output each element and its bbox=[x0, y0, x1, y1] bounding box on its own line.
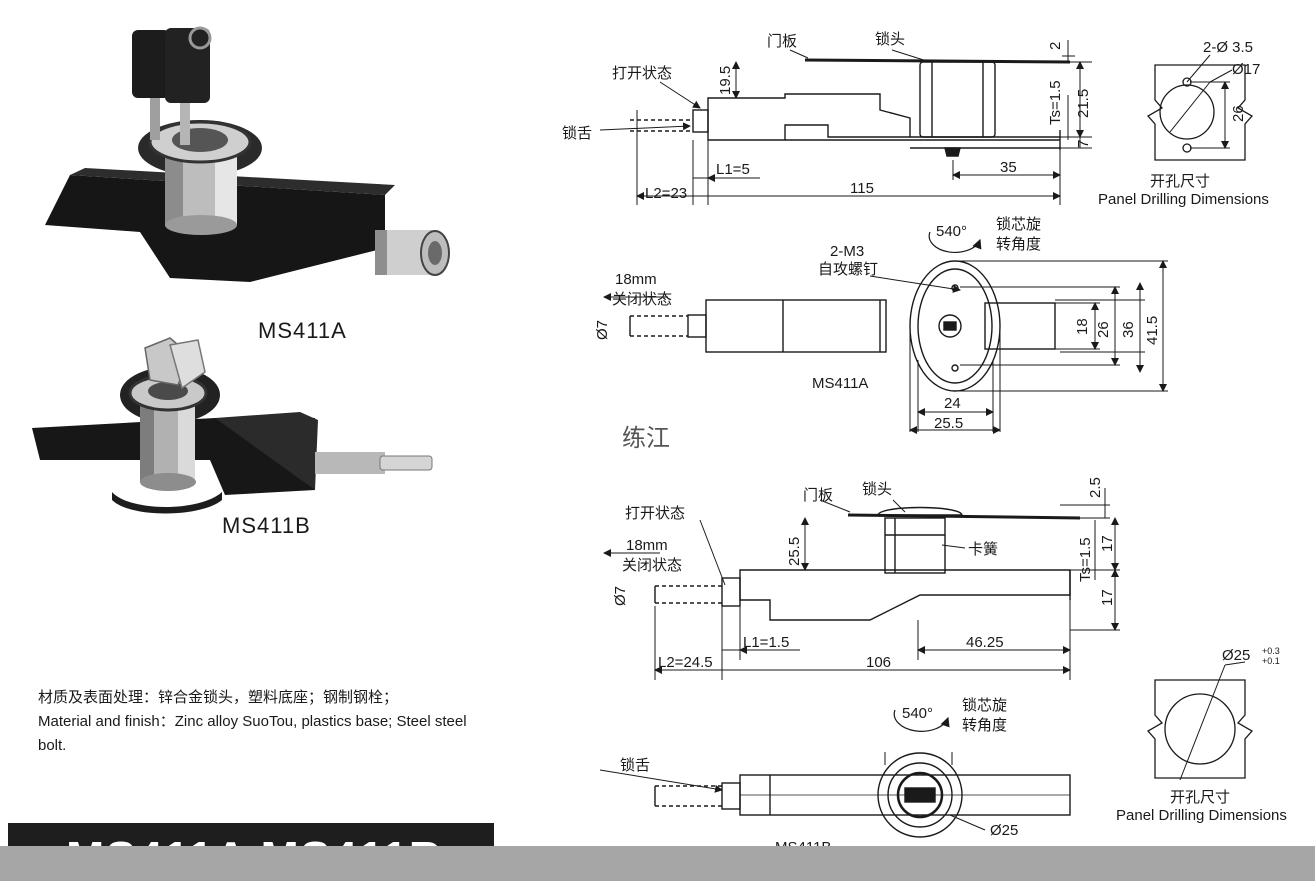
dia7-a: Ø7 bbox=[594, 320, 611, 340]
rotation-b-zh-1: 锁芯旋 bbox=[962, 697, 1007, 714]
dim-106: 106 bbox=[866, 654, 891, 671]
material-en: Material and finish：Zinc alloy SuoTou, p… bbox=[38, 713, 467, 754]
rotation-b-zh-2: 转角度 bbox=[962, 717, 1007, 734]
ms411a-top-labels: 540° 锁芯旋 转角度 2-M3 自攻螺钉 18mm 关闭状态 Ø7 18 2… bbox=[594, 216, 1161, 432]
dim-17a-b: 17 bbox=[1099, 535, 1116, 552]
rotation-a: 540° bbox=[936, 223, 967, 240]
dim-41-5-a: 41.5 bbox=[1144, 316, 1161, 345]
drilling-b-title-en: Panel Drilling Dimensions bbox=[1116, 807, 1287, 824]
drilling-b-dia: Ø25 bbox=[1222, 647, 1250, 664]
label-lock-head-b: 锁头 bbox=[862, 481, 892, 498]
label-tongue-a: 锁舌 bbox=[562, 125, 592, 142]
model-label-a: MS411A bbox=[258, 318, 347, 343]
screw-label-1: 2-M3 bbox=[830, 243, 864, 260]
dim-24-a: 24 bbox=[944, 395, 961, 412]
dim-36-a: 36 bbox=[1120, 321, 1137, 338]
dim-46-25: 46.25 bbox=[966, 634, 1004, 651]
dim-ts-b: Ts=1.5 bbox=[1077, 537, 1094, 582]
dim-l2-b: L2=24.5 bbox=[658, 654, 713, 671]
drilling-a-diagram bbox=[1146, 54, 1254, 161]
ms411a-side-view bbox=[599, 40, 1092, 205]
rotation-a-zh-2: 转角度 bbox=[996, 236, 1041, 253]
ms411b-photo bbox=[32, 337, 433, 514]
ms411b-side-view bbox=[603, 488, 1120, 680]
drilling-b-tol-up: +0.3 bbox=[1262, 646, 1280, 656]
product-illustrations bbox=[32, 26, 450, 514]
label-door-panel-b: 门板 bbox=[803, 486, 833, 504]
dim-19-5: 19.5 bbox=[717, 66, 734, 95]
dim-17b-b: 17 bbox=[1099, 589, 1116, 606]
material-zh: 材质及表面处理：锌合金锁头，塑料底座；钢制钢栓； bbox=[38, 689, 399, 706]
drilling-a-26: 26 bbox=[1230, 105, 1247, 122]
dim-115: 115 bbox=[850, 180, 874, 197]
label-tongue-b: 锁舌 bbox=[620, 757, 650, 774]
ms411b-top-view bbox=[599, 709, 1071, 838]
drilling-a-title-en: Panel Drilling Dimensions bbox=[1098, 191, 1269, 208]
drilling-b-tol-low: +0.1 bbox=[1262, 656, 1280, 666]
label-open-state-a: 打开状态 bbox=[612, 65, 672, 82]
drilling-a-holes: 2-Ø 3.5 bbox=[1203, 39, 1253, 56]
dim-26-a: 26 bbox=[1095, 321, 1112, 338]
dim-18-a: 18 bbox=[1074, 318, 1091, 335]
label-open-state-b: 打开状态 bbox=[625, 505, 685, 522]
dia7-b: Ø7 bbox=[612, 586, 629, 606]
closed-state-a: 关闭状态 bbox=[612, 291, 672, 308]
ms411a-side-labels: 门板 锁头 打开状态 锁舌 19.5 2 21.5 Ts=1.5 7 L1=5 … bbox=[562, 31, 1092, 202]
dim-l1-b: L1=1.5 bbox=[743, 634, 789, 651]
dim-l1-a: L1=5 bbox=[716, 161, 750, 178]
ms411a-top-view bbox=[603, 231, 1168, 434]
closed-state-b: 关闭状态 bbox=[622, 557, 682, 574]
label-door-panel-a: 门板 bbox=[767, 32, 797, 50]
model-a-drawing: MS411A bbox=[812, 375, 868, 392]
dia25-b: Ø25 bbox=[990, 822, 1018, 839]
footer-bar bbox=[0, 846, 1315, 881]
dim-35: 35 bbox=[1000, 159, 1017, 176]
dim-2-5-b: 2.5 bbox=[1087, 477, 1104, 498]
drilling-a-labels: 2-Ø 3.5 Ø17 26 开孔尺寸 Panel Drilling Dimen… bbox=[1098, 39, 1269, 208]
label-lock-head-a: 锁头 bbox=[875, 31, 905, 48]
dim-l2-a: L2=23 bbox=[645, 185, 687, 202]
dim-2-a: 2 bbox=[1047, 42, 1064, 50]
material-description: 材质及表面处理：锌合金锁头，塑料底座；钢制钢栓； Material and fi… bbox=[38, 686, 478, 758]
drilling-b-diagram bbox=[1146, 661, 1254, 781]
model-label-b: MS411B bbox=[222, 513, 311, 538]
drilling-b-title-zh: 开孔尺寸 bbox=[1170, 789, 1230, 806]
travel-a: 18mm bbox=[615, 271, 657, 288]
rotation-b: 540° bbox=[902, 705, 933, 722]
dim-25-5-b: 25.5 bbox=[786, 537, 803, 566]
rotation-a-zh-1: 锁芯旋 bbox=[996, 216, 1041, 233]
dim-ts-a: Ts=1.5 bbox=[1047, 80, 1064, 125]
ms411b-side-labels: 打开状态 门板 锁头 2.5 25.5 卡簧 18mm 关闭状态 Ts=1.5 … bbox=[612, 477, 1116, 671]
dim-7-a: 7 bbox=[1075, 140, 1092, 148]
travel-b: 18mm bbox=[626, 537, 668, 554]
label-clip: 卡簧 bbox=[968, 541, 998, 558]
watermark: 练江 bbox=[622, 425, 670, 452]
ms411a-photo bbox=[45, 26, 450, 282]
dim-21-5: 21.5 bbox=[1075, 89, 1092, 118]
screw-label-2: 自攻螺钉 bbox=[818, 261, 878, 278]
drilling-a-dia: Ø17 bbox=[1232, 61, 1260, 78]
drilling-b-labels: Ø25 +0.3 +0.1 开孔尺寸 Panel Drilling Dimens… bbox=[1116, 646, 1287, 824]
drilling-a-title-zh: 开孔尺寸 bbox=[1150, 173, 1210, 190]
ms411b-top-labels: 540° 锁芯旋 转角度 锁舌 Ø25 MS411B bbox=[620, 697, 1018, 856]
dim-25-5-a: 25.5 bbox=[934, 415, 963, 432]
